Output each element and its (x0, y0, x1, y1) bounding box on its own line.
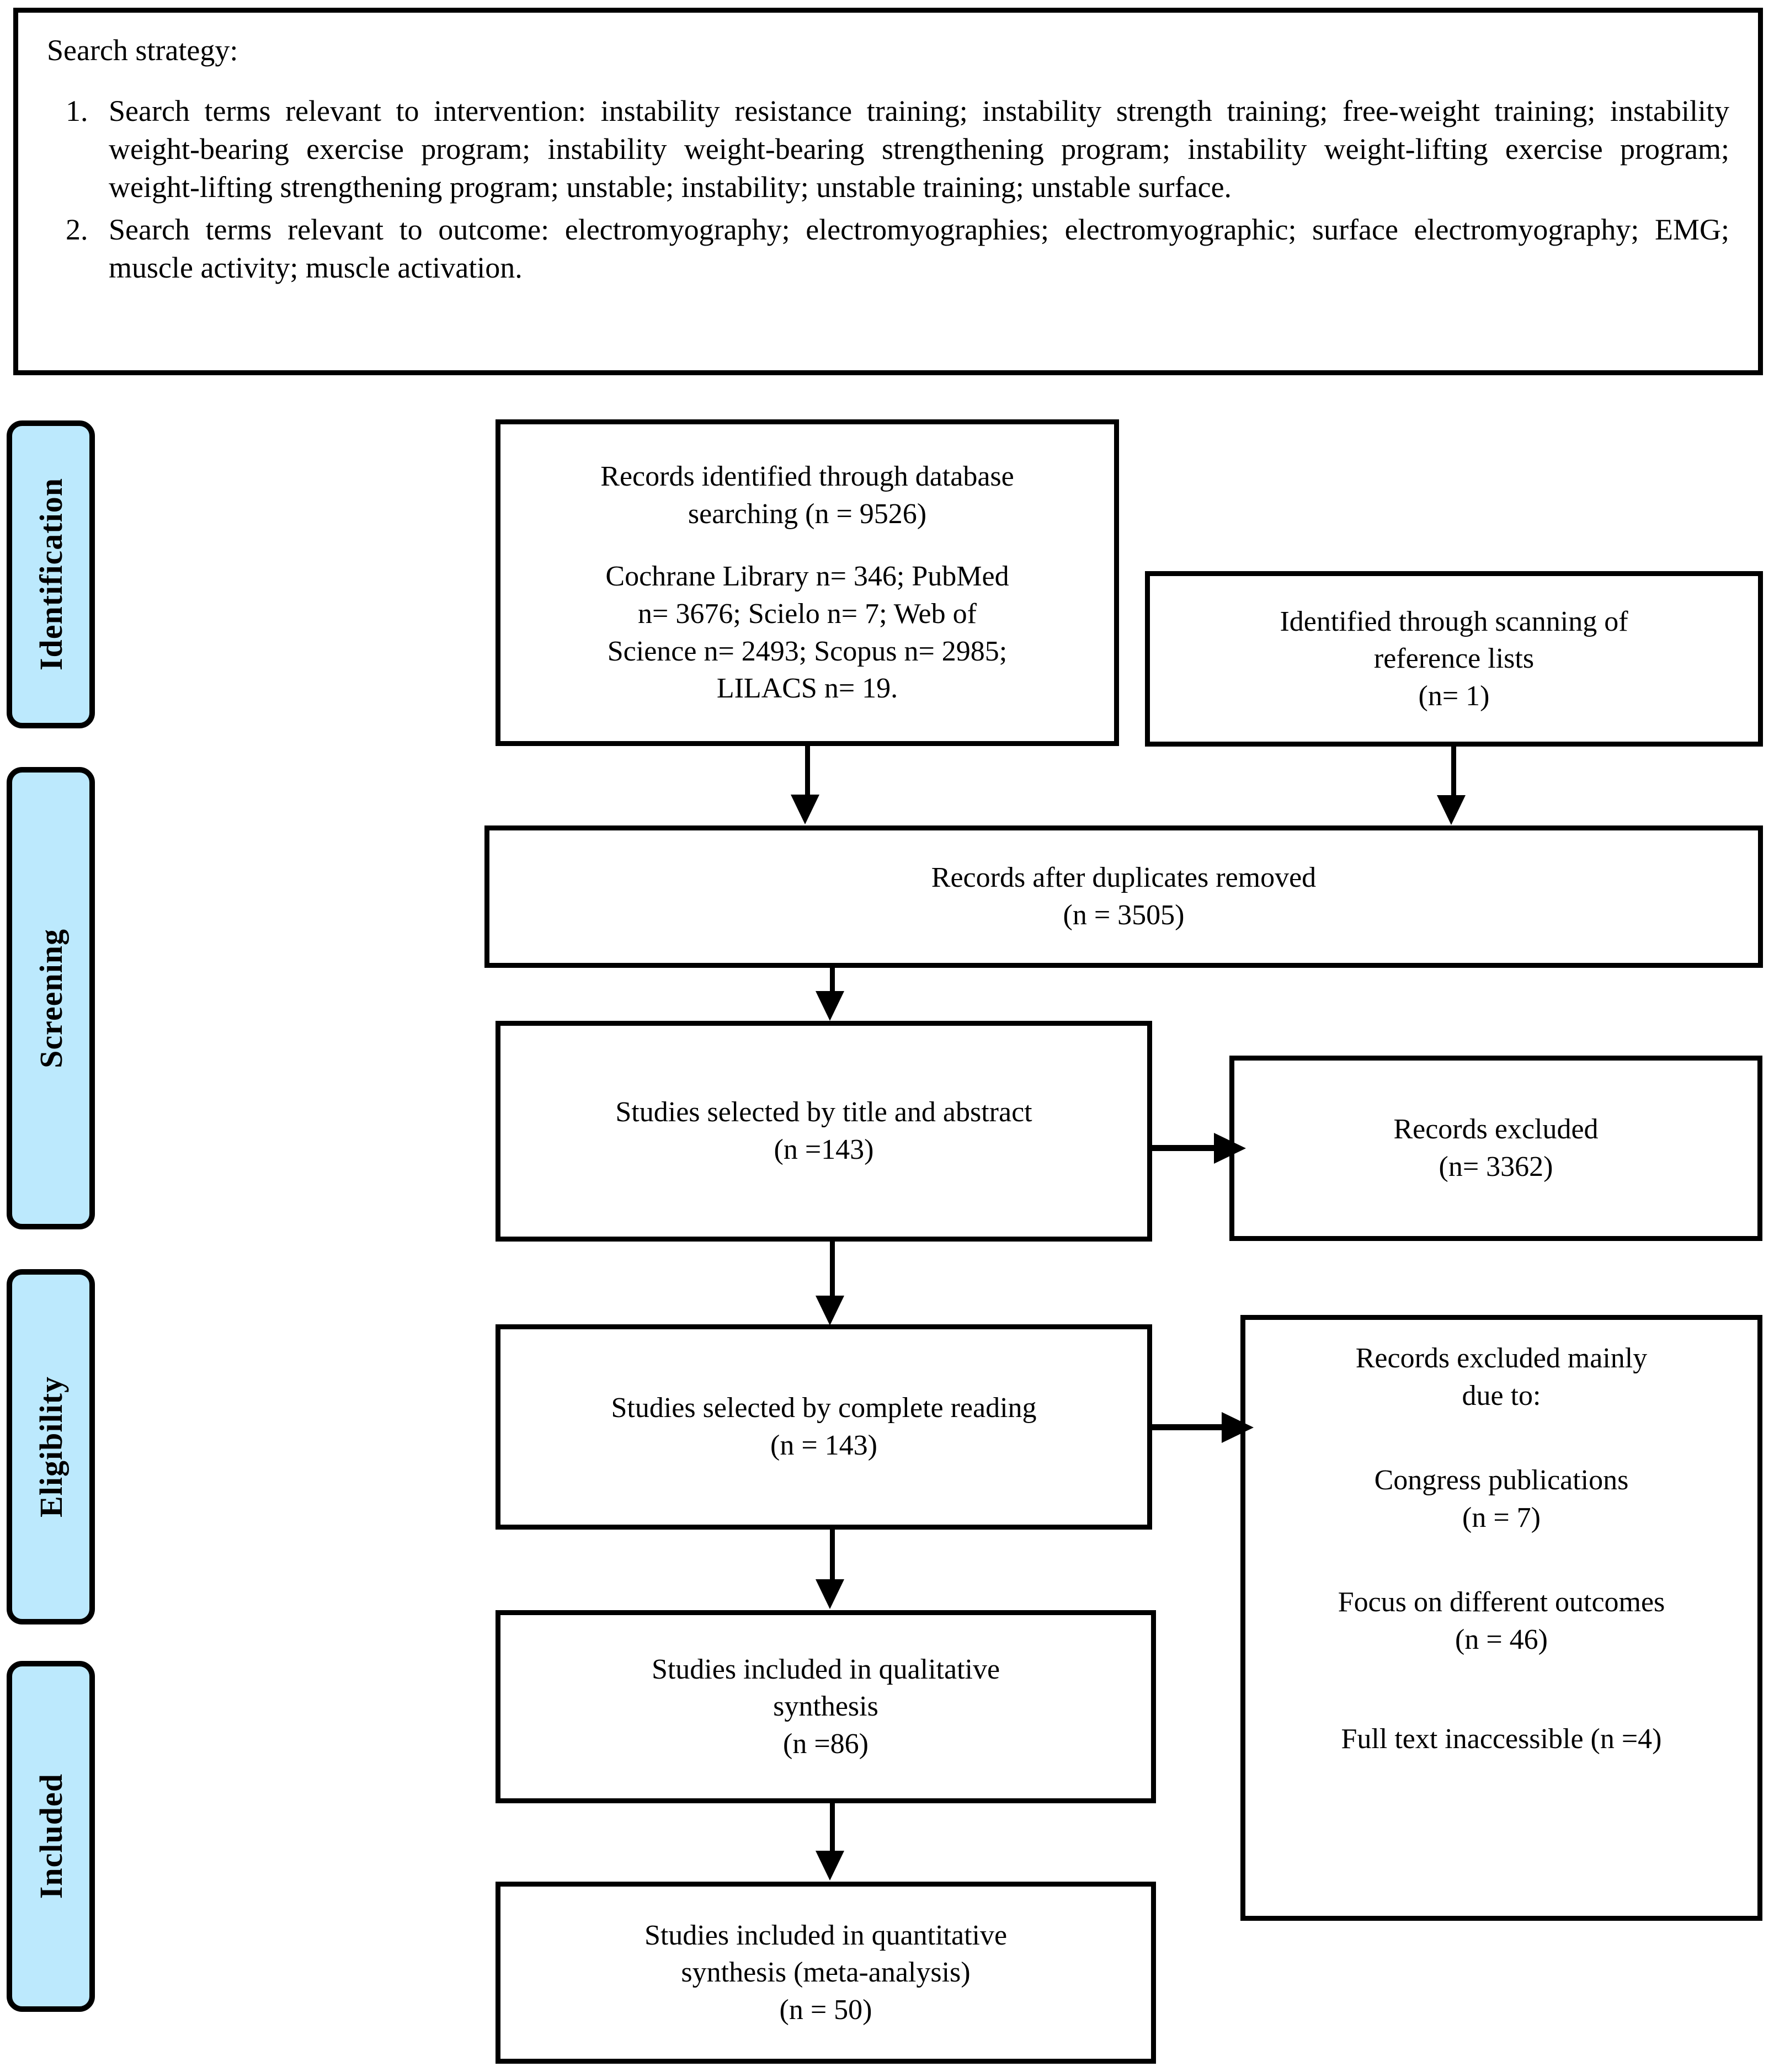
node-line: synthesis (773, 1691, 878, 1723)
node-line: due to: (1462, 1379, 1541, 1411)
node-line: Studies selected by title and abstract (615, 1096, 1032, 1128)
node-line: Records identified through database (600, 461, 1014, 493)
arrow-head-qualitative-to-quantitative (816, 1851, 844, 1881)
stage-label-text: Included (33, 1773, 69, 1899)
stage-label-text: Eligibility (33, 1376, 69, 1517)
search-strategy-list: 1. Search terms relevant to intervention… (47, 92, 1729, 287)
node-line: Cochrane Library n= 346; PubMed (605, 561, 1009, 593)
arrow-title-abstract-to-complete-reading (830, 1242, 835, 1297)
node-line: Congress publications (1374, 1464, 1629, 1496)
node-line: Full text inaccessible (n =4) (1341, 1723, 1662, 1755)
node-line: Science n= 2493; Scopus n= 2985; (607, 635, 1008, 667)
arrow-head-complete-reading-to-qualitative (816, 1579, 844, 1609)
node-line: (n = 143) (770, 1430, 877, 1461)
arrow-title-abstract-to-excluded (1152, 1145, 1218, 1151)
node-line: Studies selected by complete reading (611, 1392, 1037, 1424)
stage-label-identification: Identification (7, 420, 95, 728)
search-strategy-item-text: Search terms relevant to outcome: electr… (109, 213, 1729, 285)
search-strategy-item-text: Search terms relevant to intervention: i… (109, 94, 1729, 204)
list-marker: 1. (66, 94, 88, 127)
stage-label-text: Screening (33, 928, 69, 1068)
arrow-complete-reading-to-excluded (1152, 1424, 1226, 1430)
node-line: (n =86) (783, 1728, 869, 1760)
arrow-head-reference-to-dedup (1437, 795, 1466, 825)
node-studies-selected-complete-reading: Studies selected by complete reading (n … (496, 1324, 1152, 1530)
node-line: (n= 1) (1418, 680, 1490, 712)
node-line: (n = 3505) (1063, 899, 1185, 931)
node-line: (n = 7) (1462, 1501, 1541, 1533)
node-line: Studies included in qualitative (651, 1653, 1000, 1685)
node-line: Studies included in quantitative (644, 1919, 1008, 1951)
node-records-excluded-screening: Records excluded (n= 3362) (1229, 1056, 1762, 1241)
node-studies-included-qualitative: Studies included in qualitative synthesi… (496, 1610, 1156, 1803)
arrow-database-to-dedup (805, 746, 810, 796)
node-line: Records after duplicates removed (931, 862, 1317, 894)
arrow-reference-to-dedup (1451, 747, 1456, 796)
node-line: (n =143) (774, 1134, 874, 1165)
arrow-complete-reading-to-qualitative (830, 1530, 835, 1580)
list-marker: 2. (66, 213, 88, 247)
search-strategy-panel: Search strategy: 1. Search terms relevan… (13, 8, 1763, 375)
arrow-dedup-to-title-abstract (830, 968, 835, 992)
stage-label-text: Identification (33, 478, 69, 671)
arrow-head-database-to-dedup (791, 795, 819, 824)
node-line: (n = 50) (779, 1994, 872, 2026)
node-line: reference lists (1373, 643, 1535, 675)
node-identified-reference-lists: Identified through scanning of reference… (1145, 571, 1763, 747)
node-studies-included-quantitative: Studies included in quantitative synthes… (496, 1882, 1156, 2064)
search-strategy-item: 1. Search terms relevant to intervention… (47, 92, 1729, 206)
node-line: Focus on different outcomes (1338, 1586, 1665, 1618)
node-line: n= 3676; Scielo n= 7; Web of (638, 598, 977, 630)
arrow-head-title-abstract-to-excluded (1214, 1133, 1246, 1164)
node-line: Records excluded (1393, 1114, 1599, 1146)
node-records-identified-database: Records identified through database sear… (496, 419, 1119, 746)
node-line: Records excluded mainly (1355, 1343, 1648, 1374)
node-line: (n = 46) (1455, 1623, 1548, 1655)
arrow-head-dedup-to-title-abstract (816, 991, 844, 1021)
node-records-after-duplicates-removed: Records after duplicates removed (n = 35… (484, 825, 1763, 968)
node-line: synthesis (meta-analysis) (681, 1957, 971, 1989)
stage-label-screening: Screening (7, 767, 95, 1229)
stage-label-included: Included (7, 1661, 95, 2012)
arrow-head-complete-reading-to-excluded (1222, 1412, 1254, 1443)
node-line: Identified through scanning of (1280, 605, 1628, 637)
node-line: searching (n = 9526) (688, 498, 927, 530)
search-strategy-title: Search strategy: (47, 34, 238, 67)
node-studies-selected-title-abstract: Studies selected by title and abstract (… (496, 1021, 1152, 1242)
node-line: LILACS n= 19. (716, 673, 898, 705)
arrow-qualitative-to-quantitative (830, 1803, 835, 1852)
arrow-head-title-abstract-to-complete-reading (816, 1296, 844, 1325)
node-line: (n= 3362) (1439, 1151, 1553, 1183)
search-strategy-item: 2. Search terms relevant to outcome: ele… (47, 211, 1729, 287)
stage-label-eligibility: Eligibility (7, 1269, 95, 1624)
node-records-excluded-eligibility: Records excluded mainly due to: Congress… (1240, 1315, 1762, 1921)
